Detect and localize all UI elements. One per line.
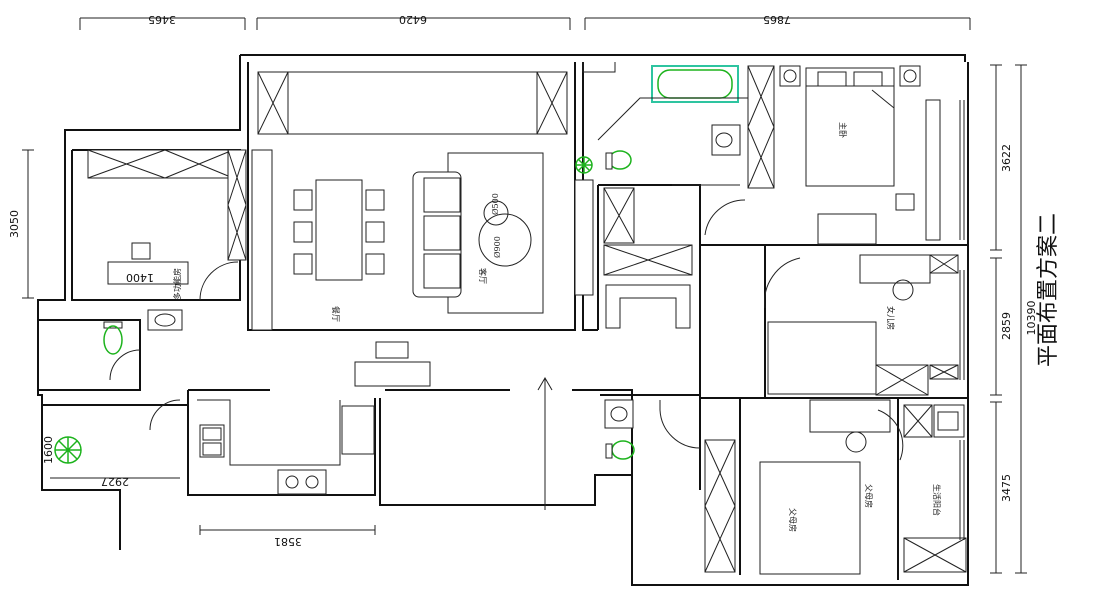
- piano: [354, 361, 431, 387]
- piano-stand: [375, 341, 409, 359]
- room-label-parents-side: 父母房: [864, 484, 874, 508]
- dim-right-3475: 3475: [1000, 474, 1013, 502]
- coffee-table-large: [478, 213, 532, 267]
- master-bathroom: [597, 65, 748, 186]
- second-bathroom: [604, 399, 701, 460]
- left-balcony: [54, 399, 181, 464]
- master-bedroom: 主卧: [582, 62, 941, 245]
- dim-bottom-2927: 2927: [101, 475, 129, 488]
- parents-room: 父母房 父母房: [704, 399, 904, 575]
- dim-right-2859: 2859: [1000, 312, 1013, 340]
- dim-top-3465: 3465: [148, 13, 176, 26]
- dining-table: [315, 179, 363, 281]
- dim-bottom-3581: 3581: [274, 535, 302, 548]
- dim-right-10390: 10390: [1025, 301, 1038, 336]
- guest-bathroom: [103, 321, 141, 381]
- desk-chair: [131, 242, 151, 260]
- nightstand-right: [899, 65, 921, 87]
- sink: [199, 424, 225, 458]
- wardrobe: [87, 149, 234, 179]
- desk: [107, 261, 189, 285]
- desk: [817, 213, 877, 245]
- dim-left-3050: 3050: [8, 210, 21, 238]
- door-swing: [199, 261, 239, 301]
- rug: [447, 152, 544, 314]
- bed: [767, 321, 877, 395]
- rug-dimension-small: Ø500: [491, 193, 500, 215]
- toilet-tank: [605, 443, 613, 459]
- coffee-table-small: [483, 200, 509, 226]
- tv-cabinet: [574, 179, 594, 296]
- desk: [859, 254, 931, 284]
- hall-storage: [603, 187, 693, 329]
- rug-dimension-large: Ø900: [493, 236, 502, 258]
- windows: [959, 100, 965, 540]
- dim-top-7865: 7865: [763, 13, 791, 26]
- kitchen: [197, 399, 375, 495]
- wash-basin: [147, 309, 183, 331]
- dim-right-3622: 3622: [1000, 144, 1013, 172]
- wash-basin: [604, 399, 634, 429]
- bathtub-selection: [651, 65, 739, 103]
- toilet-tank: [605, 152, 613, 170]
- washing-machine: [933, 404, 965, 438]
- stove: [277, 469, 327, 495]
- service-balcony: 生活阳台: [903, 404, 967, 573]
- room-label-parents: 父母房: [788, 508, 798, 532]
- room-label-balcony: 生活阳台: [932, 484, 942, 516]
- bathtub: [657, 69, 733, 99]
- walls: [37, 54, 969, 586]
- wardrobe: [747, 65, 775, 189]
- toilet-bowl: [611, 440, 635, 460]
- wash-basin: [711, 124, 741, 156]
- desk-dimension: 1400: [126, 271, 154, 284]
- room-label-multi: 多功能房: [172, 268, 182, 300]
- bed: [805, 67, 895, 187]
- entry-arrow: [537, 377, 553, 510]
- multi-function-room: 1400 多功能房: [87, 149, 247, 331]
- stool: [892, 279, 914, 301]
- sideboard: [251, 149, 273, 331]
- desk: [809, 399, 891, 433]
- plan-title: 平面布置方案二: [1036, 213, 1061, 367]
- stool: [845, 431, 867, 453]
- room-label-master: 主卧: [838, 122, 848, 138]
- dining-chairs: [293, 189, 385, 275]
- toilet-bowl: [103, 325, 123, 355]
- living-room: Ø500 Ø900 客厅: [412, 152, 594, 510]
- desk-chair: [895, 193, 915, 211]
- shelf: [227, 149, 247, 261]
- wardrobe: [704, 439, 736, 573]
- dim-left-1600: 1600: [42, 436, 55, 464]
- room-label-dining: 餐厅: [331, 306, 340, 322]
- nightstand-left: [779, 65, 801, 87]
- dining-area: 餐厅: [251, 71, 568, 387]
- bed: [759, 461, 861, 575]
- daughter-room: 女儿房: [764, 254, 959, 396]
- room-label-living: 客厅: [478, 268, 488, 284]
- room-label-daughter: 女儿房: [886, 306, 896, 330]
- fridge: [341, 405, 375, 455]
- toilet: [103, 321, 123, 329]
- window-shelf: [925, 99, 941, 241]
- dim-top-6420: 6420: [399, 13, 427, 26]
